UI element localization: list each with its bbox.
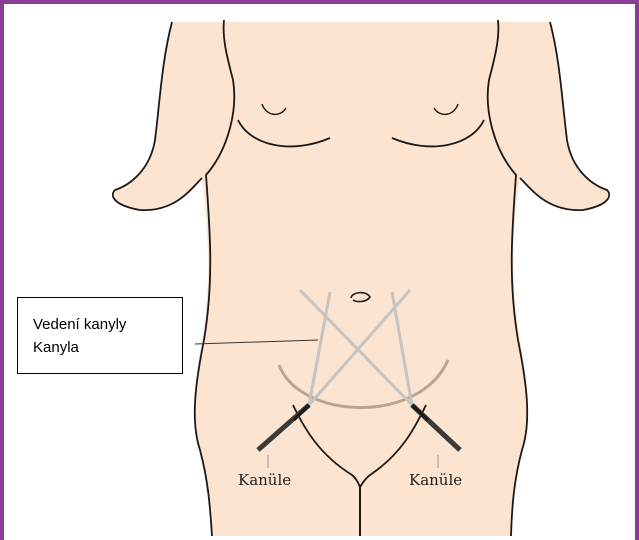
callout-label-cannula-guide: Vedení kanyly (33, 313, 182, 336)
callout-box: Vedení kanyly Kanyla (17, 297, 183, 374)
label-kanule-right: Kanüle (409, 471, 462, 489)
label-kanule-left: Kanüle (238, 471, 291, 489)
callout-label-cannula: Kanyla (33, 336, 182, 359)
torso-silhouette (113, 22, 609, 536)
